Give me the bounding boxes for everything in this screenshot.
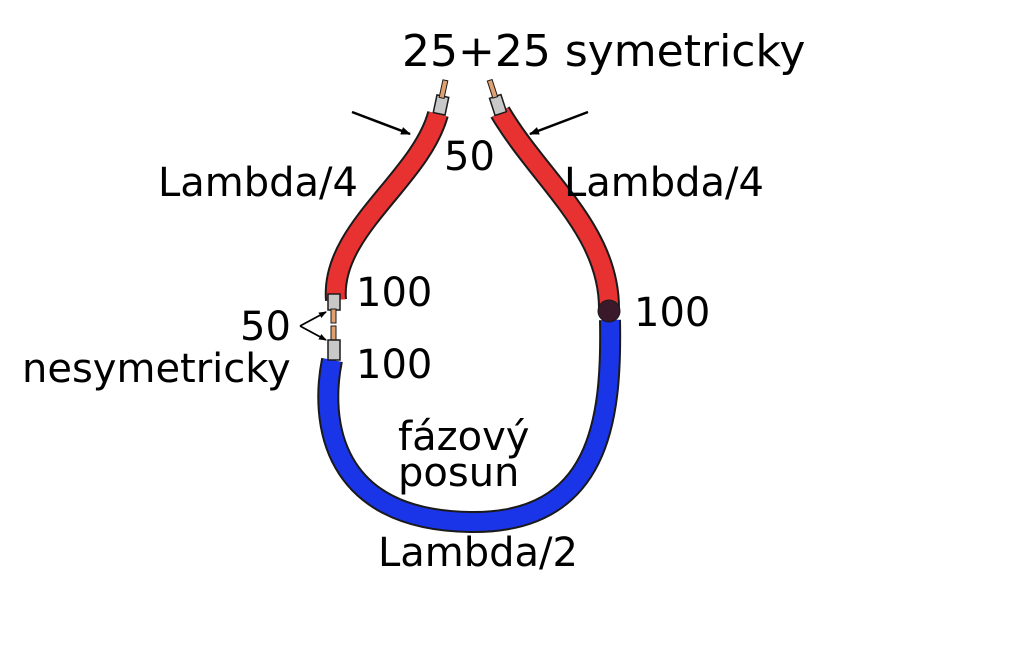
cable-junction-dot xyxy=(597,299,621,323)
unbalanced-text-label: nesymetricky xyxy=(22,346,291,392)
half-wave-cable xyxy=(317,319,622,534)
phase-shift-label-line2: posun xyxy=(398,450,519,496)
right-quarter-wave-cable xyxy=(490,106,621,311)
right-feed-arrow xyxy=(529,110,589,136)
left-feed-arrow xyxy=(351,110,411,136)
phase-shift-label-line1: fázový xyxy=(398,414,529,460)
left-quarter-label: Lambda/4 xyxy=(158,160,358,206)
right-quarter-label: Lambda/4 xyxy=(564,160,764,206)
feed-impedance-label: 50 xyxy=(444,134,495,180)
unbalanced-arrows xyxy=(299,311,327,341)
left-lower-cable-end xyxy=(327,325,341,361)
left-quarter-wave-cable xyxy=(324,110,449,301)
top-right-cable-end xyxy=(486,78,508,117)
top-label: 25+25 symetricky xyxy=(402,26,805,77)
left-upper-impedance-label: 100 xyxy=(356,270,432,316)
unbalanced-value-label: 50 xyxy=(240,304,291,350)
right-impedance-label: 100 xyxy=(634,290,710,336)
half-wave-label: Lambda/2 xyxy=(378,530,578,576)
top-left-cable-end xyxy=(432,79,450,116)
left-lower-impedance-label: 100 xyxy=(356,342,432,388)
left-upper-cable-end xyxy=(327,293,341,324)
